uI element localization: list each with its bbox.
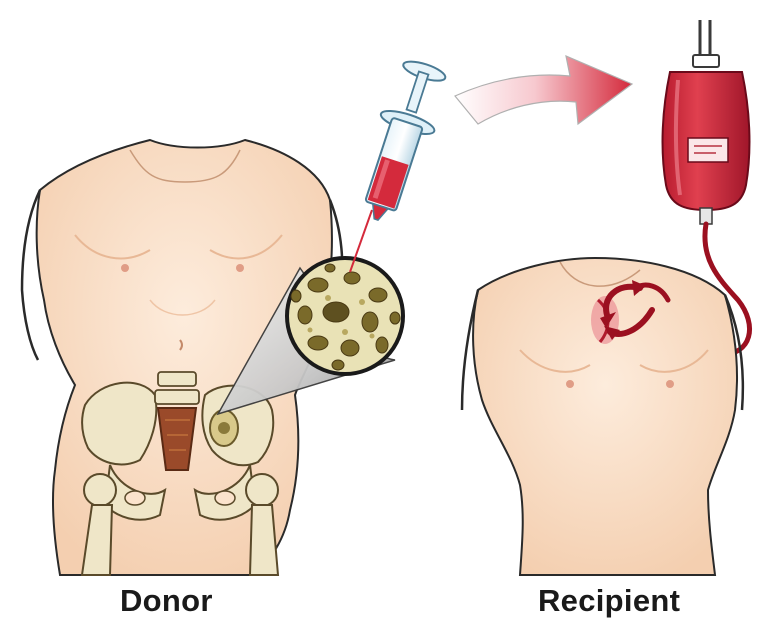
transfer-arrow [455,56,632,124]
donor-figure [22,140,403,575]
bone-marrow-magnified [287,258,403,374]
recipient-figure [462,258,743,575]
iv-bag [663,20,750,224]
syringe [349,56,453,272]
donor-label: Donor [120,583,213,619]
recipient-label: Recipient [538,583,680,619]
